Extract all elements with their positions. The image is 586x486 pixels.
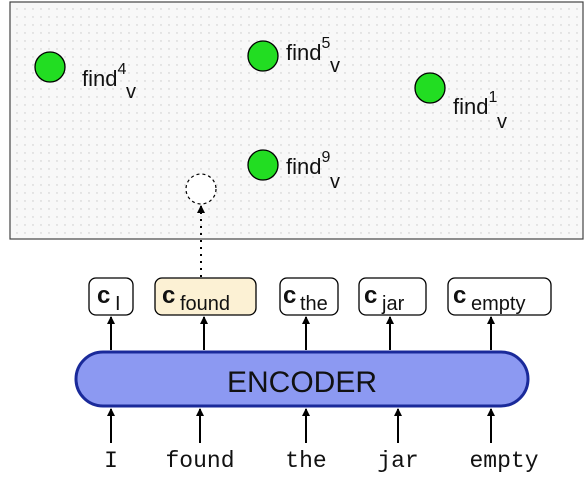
context-box-frame bbox=[447, 277, 552, 316]
point-label-sub: v bbox=[126, 81, 136, 103]
point-label: find1 bbox=[453, 89, 497, 119]
point-label-sub: v bbox=[330, 171, 340, 193]
context-box-frame bbox=[279, 277, 339, 316]
context-box-frame bbox=[358, 277, 427, 316]
query-point bbox=[185, 173, 217, 205]
point-find-v-4: find4 v bbox=[34, 51, 136, 103]
context-label: c bbox=[97, 282, 110, 309]
context-box-c-jar: c jar bbox=[358, 277, 427, 316]
context-box-c-the: c the bbox=[279, 277, 339, 316]
point-label: find9 bbox=[286, 149, 330, 179]
context-box-c-empty: c empty bbox=[447, 277, 552, 316]
context-label: c bbox=[283, 282, 296, 309]
token: jar bbox=[377, 448, 418, 474]
point-label: find5 bbox=[286, 35, 330, 65]
point-find-v-5: find5 v bbox=[247, 35, 340, 77]
token: I bbox=[104, 448, 118, 474]
point-dot bbox=[34, 51, 66, 83]
token: found bbox=[165, 448, 234, 474]
context-sub: empty bbox=[471, 293, 525, 315]
context-label: c bbox=[162, 282, 175, 309]
context-box-frame bbox=[154, 277, 257, 316]
point-dot bbox=[414, 72, 446, 104]
token: the bbox=[285, 448, 326, 474]
context-sub: found bbox=[180, 293, 230, 315]
point-find-v-1: find1 v bbox=[414, 72, 507, 133]
context-box-c-I: c I bbox=[88, 277, 134, 316]
point-dot bbox=[247, 40, 279, 72]
encoder-block bbox=[74, 350, 530, 408]
context-box-c-found: c found bbox=[154, 277, 257, 316]
point-label-sub: v bbox=[497, 111, 507, 133]
context-box-frame bbox=[88, 277, 134, 316]
context-label: c bbox=[364, 282, 377, 309]
point-label-sub: v bbox=[330, 55, 340, 77]
point-find-v-9: find9 v bbox=[247, 149, 340, 193]
point-dot bbox=[247, 149, 279, 181]
context-sub: I bbox=[115, 293, 121, 315]
embedding-space-panel bbox=[9, 1, 584, 240]
context-label: c bbox=[453, 282, 466, 309]
encoder-label: ENCODER bbox=[227, 366, 377, 399]
token: empty bbox=[469, 448, 538, 474]
point-label: find4 bbox=[82, 61, 126, 91]
context-sub: the bbox=[300, 293, 328, 315]
context-sub: jar bbox=[381, 293, 405, 315]
